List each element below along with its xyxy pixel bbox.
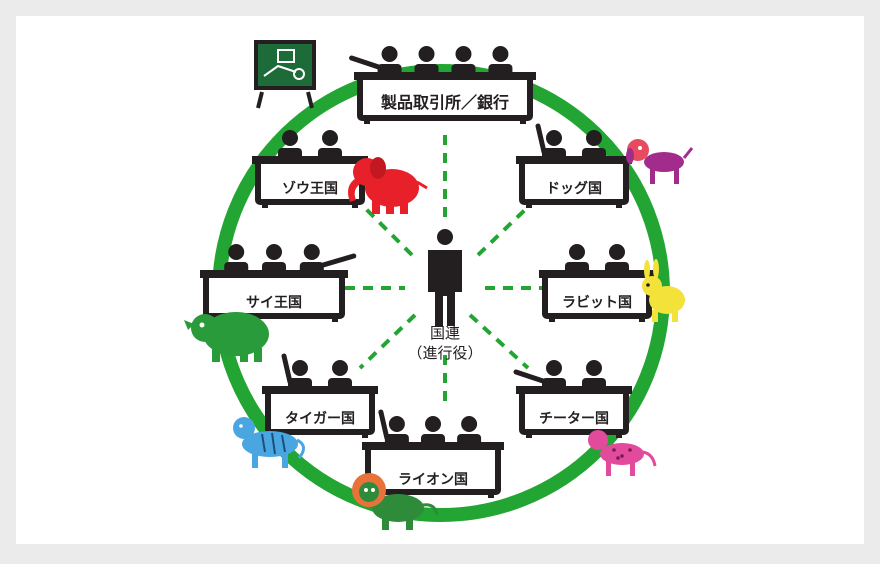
label-tiger: タイガー国 (285, 411, 355, 427)
desk-top (200, 270, 348, 278)
label-dog: ドッグ国 (546, 180, 602, 197)
label-exchange: 製品取引所／銀行 (380, 93, 509, 112)
desk-leg (639, 316, 645, 322)
rhino-icon (184, 312, 269, 362)
delegate-head (322, 130, 338, 146)
delegate-head (425, 416, 441, 432)
spoke-elephant (360, 203, 414, 257)
spoke-cheetah (468, 313, 530, 370)
label-lion: ライオン国 (398, 472, 468, 488)
desk-top (516, 386, 632, 394)
desk-leg (526, 202, 532, 208)
pointing-arm (513, 369, 549, 385)
desk-leg (526, 432, 532, 438)
desk-top (362, 442, 504, 450)
desk-leg (616, 202, 622, 208)
pointing-arm (378, 409, 390, 441)
delegate-head (381, 46, 398, 62)
delegate-head (586, 130, 602, 146)
table-lion (362, 409, 504, 498)
elephant-icon (348, 157, 428, 214)
delegate-head (282, 130, 298, 146)
table-elephant (252, 130, 368, 208)
pointing-arm (317, 253, 357, 269)
spoke-tiger (358, 313, 417, 370)
delegate-head (461, 416, 478, 432)
delegate-head (228, 244, 245, 260)
rabbit-icon (642, 259, 685, 322)
spoke-dog (476, 203, 532, 257)
delegate-head (266, 244, 282, 260)
spokes (345, 135, 548, 405)
desk-leg (549, 316, 555, 322)
mediator-person (428, 229, 462, 326)
pointing-arm (349, 55, 385, 71)
desk-leg (364, 118, 370, 124)
label-elephant: ゾウ王国 (282, 180, 338, 197)
desk-leg (262, 202, 268, 208)
label-rhino: サイ王国 (246, 295, 302, 311)
delegate-head (546, 360, 562, 376)
delegate-head (332, 360, 348, 376)
delegate-head (586, 360, 602, 376)
desk-top (539, 270, 655, 278)
label-rabbit: ラビット国 (562, 295, 632, 311)
pointing-arm (535, 123, 547, 155)
desk-leg (488, 492, 494, 498)
delegate-head (492, 46, 509, 62)
delegate-head (569, 244, 585, 260)
dog-icon (626, 139, 694, 184)
delegate-head (292, 360, 308, 376)
delegate-head (303, 244, 320, 260)
center-label-line2: （進行役） (407, 344, 482, 362)
pointing-arm (281, 353, 293, 385)
delegate-head (609, 244, 625, 260)
label-cheetah: チーター国 (539, 411, 609, 427)
delegate-head (546, 130, 562, 146)
center-label-line1: 国連 (430, 324, 460, 342)
desk-top (262, 386, 378, 394)
delegate-head (455, 46, 472, 62)
delegate-head (418, 46, 435, 62)
desk-leg (352, 202, 358, 208)
cheetah-icon (588, 430, 657, 476)
delegate-head (388, 416, 405, 432)
table-dog (516, 123, 632, 208)
table-cheetah (513, 360, 632, 438)
desk-leg (616, 432, 622, 438)
lion-icon (352, 473, 439, 530)
table-tiger (262, 353, 378, 438)
desk-leg (362, 432, 368, 438)
desk-leg (332, 316, 338, 322)
desk-top (354, 72, 536, 80)
table-exchange (349, 46, 536, 124)
table-rhino (200, 244, 357, 322)
desk-top (516, 156, 632, 164)
desk-top (252, 156, 368, 164)
tiger-icon (233, 417, 305, 468)
whiteboard-icon (254, 40, 316, 109)
desk-leg (520, 118, 526, 124)
